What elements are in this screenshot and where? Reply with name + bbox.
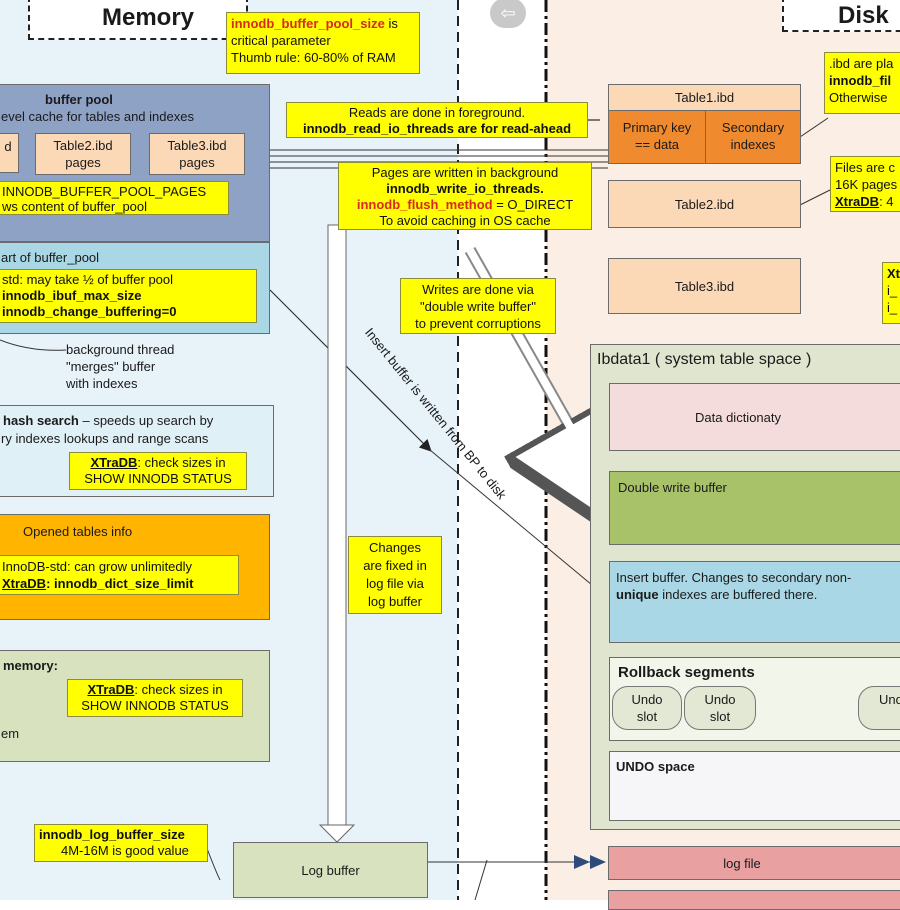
buffer-pool-box: buffer pool evel cache for tables and in…: [0, 84, 270, 242]
other-memory-title: memory:: [3, 658, 58, 673]
buffer-pool-subtitle: evel cache for tables and indexes: [1, 109, 194, 124]
opened-tables-title: Opened tables info: [23, 524, 133, 539]
data-dictionary-box: Data dictionaty: [609, 383, 900, 451]
log-file-box: log file: [608, 846, 900, 880]
table2-ibd-box: Table2.ibd: [608, 180, 801, 228]
pool-size-param: innodb_buffer_pool_size: [231, 16, 385, 31]
table1-divider: [705, 111, 706, 163]
hash-search-line1: hash search – speeds up search by: [3, 413, 214, 428]
log-file-box-2: [608, 890, 900, 910]
page-left: d: [0, 133, 19, 173]
disk-title-box: [782, 0, 900, 32]
double-write-note: Writes are done via"double write buffer"…: [400, 278, 556, 334]
other-memory-tail: em: [1, 726, 20, 741]
buffer-pool-size-note: innodb_buffer_pool_size is critical para…: [226, 12, 420, 74]
table1-header: Table1.ibd: [609, 85, 800, 111]
hash-search-line2: ry indexes lookups and range scans: [1, 431, 209, 446]
opened-tables-box: Opened tables info InnoDB-std: can grow …: [0, 514, 270, 620]
double-write-buffer-box: Double write buffer: [609, 471, 900, 545]
pool-size-line2: critical parameter: [231, 33, 331, 48]
ibdata-title: Ibdata1 ( system table space ): [597, 351, 812, 368]
rollback-title: Rollback segments: [618, 664, 755, 681]
reads-note: Reads are done in foreground.innodb_read…: [286, 102, 588, 138]
table3-ibd-box: Table3.ibd: [608, 258, 801, 314]
back-arrow-icon[interactable]: ⇦: [490, 0, 526, 28]
log-buffer-box: Log buffer: [233, 842, 428, 898]
ibdata-box: Ibdata1 ( system table space ) Data dict…: [590, 344, 900, 830]
insert-buffer-memory-box: art of buffer_pool std: may take ½ of bu…: [0, 242, 270, 334]
undo-space-box: UNDO space: [609, 751, 900, 821]
writes-note: Pages are written in background innodb_w…: [338, 162, 592, 230]
hash-search-box: hash search – speeds up search by ry ind…: [0, 405, 274, 497]
table1-primary-key: Primary key== data: [622, 120, 692, 152]
buffer-pool-title: buffer pool: [45, 92, 113, 107]
insert-buffer-memory-title: art of buffer_pool: [1, 250, 100, 265]
undo-slot-3: Und: [858, 686, 900, 730]
memory-title-box: [28, 0, 248, 40]
insert-buffer-disk-box: Insert buffer. Changes to secondary non-…: [609, 561, 900, 643]
memory-title: Memory: [102, 4, 195, 31]
disk-title: Disk: [838, 2, 889, 29]
pool-size-line3: Thumb rule: 60-80% of RAM: [231, 50, 396, 65]
insert-buffer-memory-note: std: may take ½ of buffer pool innodb_ib…: [0, 269, 257, 323]
